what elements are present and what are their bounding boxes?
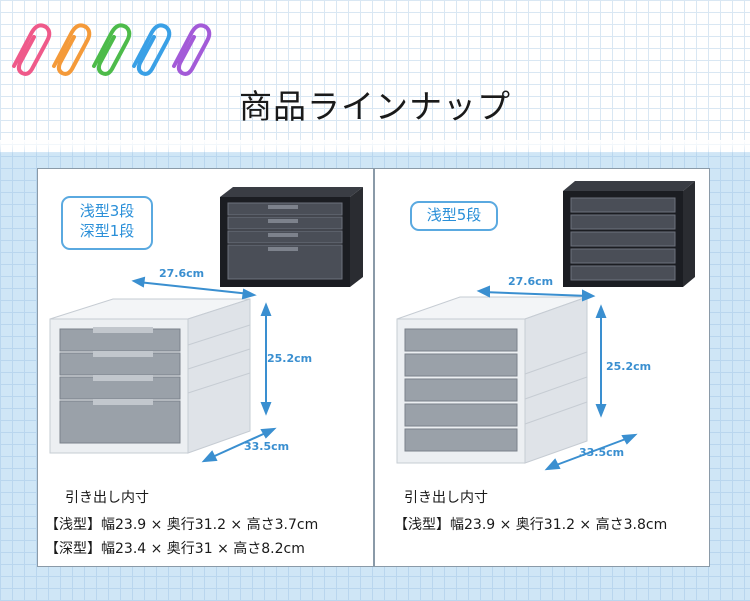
- inner-size-title: 引き出し内寸: [65, 490, 149, 506]
- dimension-depth: 33.5cm: [244, 440, 290, 453]
- product-panel-5shallow: 浅型5段 27.6cm 25.2cm 33.5cm 引き出し内寸 【浅型】幅23…: [374, 168, 710, 567]
- spec-deep: 【深型】幅23.4 × 奥行31 × 高さ8.2cm: [45, 541, 305, 557]
- dimension-height: 25.2cm: [267, 352, 313, 365]
- black-drawer-unit: [220, 187, 363, 287]
- paper-clip-icon-orange: [52, 23, 92, 76]
- product-illustration-5shallow: [396, 181, 695, 471]
- page-title: 商品ラインナップ: [239, 87, 511, 126]
- drawer-type-badge: 浅型5段: [410, 201, 498, 231]
- product-illustration-3plus1: [49, 187, 363, 463]
- inner-size-title: 引き出し内寸: [404, 490, 488, 506]
- dimension-width: 27.6cm: [508, 275, 554, 288]
- header-fade: [0, 140, 750, 154]
- spec-shallow: 【浅型】幅23.9 × 奥行31.2 × 高さ3.7cm: [45, 517, 319, 533]
- badge-line-shallow: 浅型3段: [79, 202, 135, 220]
- drawer-type-badge: 浅型3段 深型1段: [61, 196, 153, 250]
- paper-clip-icon-pink: [12, 23, 52, 76]
- dimension-arrows: [131, 276, 277, 463]
- paper-clip-icon-purple: [172, 23, 212, 76]
- product-panel-3plus1: 浅型3段 深型1段 27.6cm 25.2cm 33.5cm 引き出し内寸 【浅…: [37, 168, 374, 567]
- paper-clips-decoration: [12, 23, 212, 76]
- badge-line-deep: 深型1段: [79, 222, 135, 240]
- paper-clip-icon-blue: [132, 23, 172, 76]
- white-drawer-unit: [49, 298, 251, 454]
- dimension-height: 25.2cm: [606, 360, 652, 373]
- paper-clip-icon-green: [92, 23, 132, 76]
- black-drawer-unit: [563, 181, 695, 287]
- dimension-width: 27.6cm: [159, 267, 205, 280]
- spec-shallow: 【浅型】幅23.9 × 奥行31.2 × 高さ3.8cm: [394, 517, 668, 533]
- dimension-arrows: [476, 285, 638, 471]
- dimension-depth: 33.5cm: [579, 446, 625, 459]
- white-drawer-unit: [396, 296, 588, 464]
